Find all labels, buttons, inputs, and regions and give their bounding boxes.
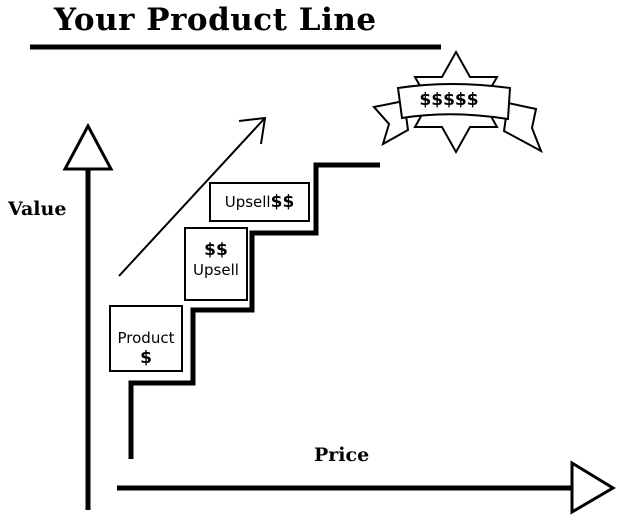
step-product-box: Product $ <box>109 305 183 372</box>
step-product-price: $ <box>140 348 152 368</box>
step-product-label: Product <box>117 329 175 347</box>
diagram-title: Your Product Line <box>54 2 377 38</box>
step-upsell-one-price: $$ <box>204 240 228 260</box>
value-axis-arrowhead-icon <box>62 122 114 171</box>
banner-text: $$$$$ <box>419 90 479 110</box>
step-upsell-two-label: Upsell <box>224 193 271 211</box>
step-upsell-one-box: $$ Upsell <box>184 227 248 301</box>
value-axis-label: Value <box>8 198 67 220</box>
step-upsell-two-box: Upsell$$ <box>209 182 310 222</box>
step-upsell-one-label: Upsell <box>193 261 239 279</box>
price-axis-arrowhead-icon <box>570 460 616 515</box>
banner-right-tail <box>502 101 543 154</box>
growth-arrow-line <box>118 118 265 277</box>
staircase-line <box>128 162 380 459</box>
dollar-banner-icon <box>372 49 543 155</box>
banner-ribbon <box>396 83 512 121</box>
step-upsell-two-price: $$ <box>270 192 295 212</box>
price-axis-label: Price <box>314 444 370 466</box>
growth-arrow-head-icon <box>238 116 267 145</box>
